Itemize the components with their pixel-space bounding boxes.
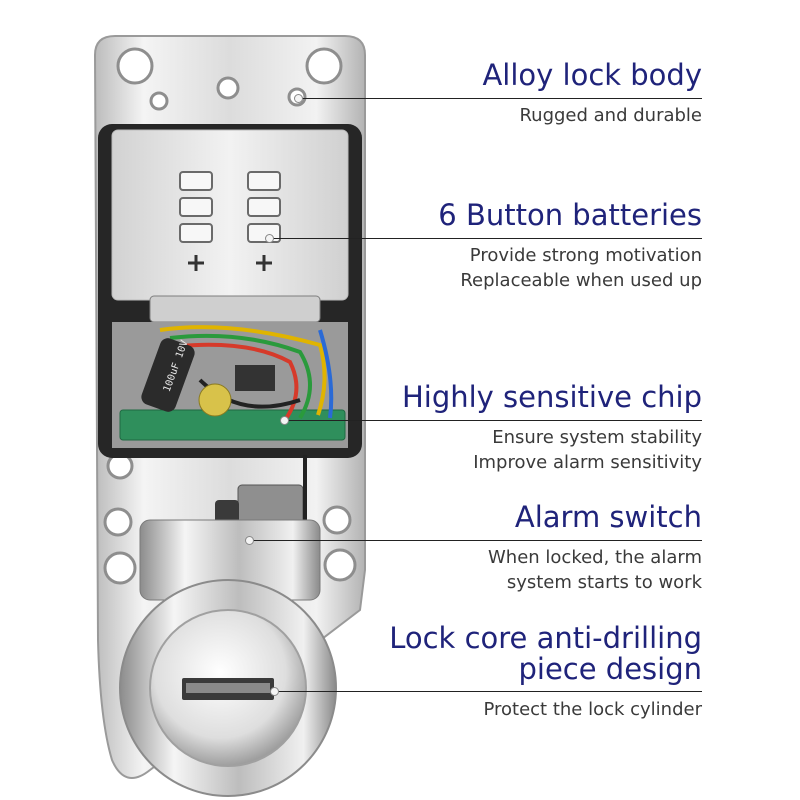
feature-alarm-switch: Alarm switch When locked, the alarm syst… <box>402 500 702 595</box>
feature-title: Lock core anti-drilling <box>389 621 702 655</box>
leader-line <box>285 420 402 421</box>
feature-button-batteries: 6 Button batteries Provide strong motiva… <box>432 198 702 293</box>
feature-sensitive-chip: Highly sensitive chip Ensure system stab… <box>402 382 702 475</box>
feature-description: When locked, the alarm <box>488 547 702 568</box>
battery-spring-clip <box>149 295 321 323</box>
sensor-component <box>235 365 275 391</box>
feature-title: piece design <box>518 652 702 686</box>
battery-stacks <box>179 171 281 243</box>
mounting-holes <box>103 47 357 585</box>
leader-line <box>270 238 432 239</box>
feature-description: Provide strong motivation <box>469 245 702 266</box>
feature-rule <box>372 691 702 692</box>
feature-alloy-lock-body: Alloy lock body Rugged and durable <box>462 58 702 128</box>
feature-title: Alarm switch <box>514 500 702 534</box>
feature-title: Alloy lock body <box>482 58 702 92</box>
feature-anti-drilling: Lock core anti-drilling piece design Pro… <box>372 621 702 722</box>
feature-title: 6 Button batteries <box>438 198 702 232</box>
leader-line <box>250 540 402 541</box>
leader-line <box>300 98 462 99</box>
battery-case <box>111 129 349 301</box>
leader-line <box>275 691 372 692</box>
chip-component <box>198 383 232 417</box>
feature-description: Improve alarm sensitivity <box>473 452 702 473</box>
leader-dot <box>265 234 274 243</box>
leader-dot <box>270 687 279 696</box>
battery-plus-signs <box>188 255 272 271</box>
feature-description: system starts to work <box>506 572 702 593</box>
feature-description: Ensure system stability <box>492 427 702 448</box>
feature-description: Replaceable when used up <box>460 270 702 291</box>
leader-dot <box>280 416 289 425</box>
pcb-board <box>119 409 346 441</box>
leader-dot <box>245 536 254 545</box>
feature-rule <box>402 420 702 421</box>
feature-rule <box>462 98 702 99</box>
leader-dot <box>294 94 303 103</box>
feature-description: Rugged and durable <box>519 105 702 126</box>
feature-description: Protect the lock cylinder <box>483 699 702 720</box>
feature-title: Highly sensitive chip <box>401 380 702 414</box>
feature-rule <box>432 238 702 239</box>
feature-rule <box>402 540 702 541</box>
